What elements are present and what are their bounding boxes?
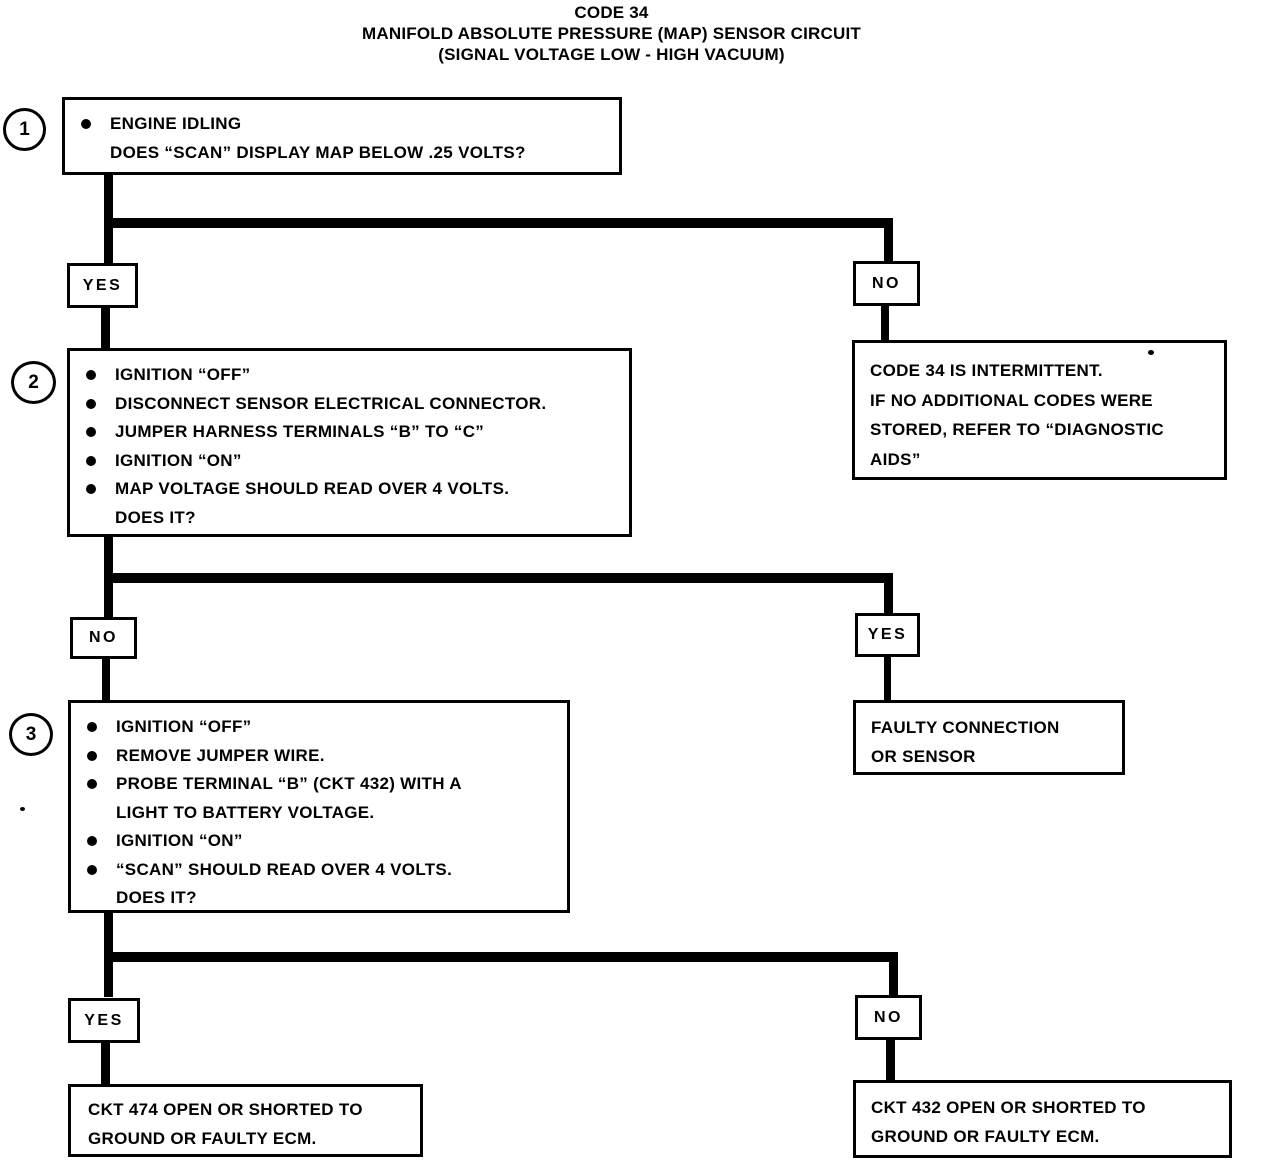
step-3-bullet-text: PROBE TERMINAL “B” (CKT 432) WITH A	[116, 774, 462, 794]
step-number-3: 3	[25, 723, 37, 745]
title-condition: (SIGNAL VOLTAGE LOW - HIGH VACUUM)	[438, 45, 785, 64]
ckt474-result-box: CKT 474 OPEN OR SHORTED TO GROUND OR FAU…	[68, 1084, 423, 1157]
connector-no2-to-step3	[102, 659, 110, 700]
bullet-dot-icon	[81, 119, 91, 130]
step-2-bullet-line: JUMPER HARNESS TERMINALS “B” TO “C”	[70, 418, 629, 447]
step-3-question-line: DOES IT?	[71, 884, 567, 913]
ckt432-result-box: CKT 432 OPEN OR SHORTED TO GROUND OR FAU…	[853, 1080, 1232, 1158]
ckt432-line: GROUND OR FAULTY ECM.	[871, 1127, 1100, 1146]
connector-branch3-bar	[104, 952, 898, 962]
bullet-dot-icon	[87, 722, 97, 733]
step-number-circle-3: 3	[9, 713, 53, 756]
scan-artifact-dot	[20, 807, 25, 811]
branch1-yes-label: YES	[82, 276, 123, 294]
branch1-no-box: NO	[853, 261, 920, 306]
page-title: CODE 34 MANIFOLD ABSOLUTE PRESSURE (MAP)…	[0, 2, 1223, 65]
bullet-dot-icon	[87, 836, 97, 847]
bullet-dot-icon	[86, 398, 96, 409]
step-3-bullet-text: IGNITION “ON”	[116, 831, 243, 851]
branch2-no-box: NO	[70, 617, 137, 659]
branch3-yes-box: YES	[68, 998, 140, 1043]
step-2-bullet-text: IGNITION “OFF”	[115, 365, 251, 385]
connector-branch1-bar	[104, 218, 893, 228]
step-3-question-text: DOES IT?	[116, 888, 197, 908]
step-3-bullet-text: “SCAN” SHOULD READ OVER 4 VOLTS.	[116, 859, 453, 879]
ckt432-line: CKT 432 OPEN OR SHORTED TO	[871, 1098, 1146, 1117]
step-2-question-line: DOES IT?	[70, 504, 629, 533]
branch1-no-label: NO	[872, 274, 901, 292]
step-1-bullet-text: ENGINE IDLING	[110, 114, 242, 134]
bullet-dot-icon	[86, 455, 96, 466]
step-3-bullet-text: REMOVE JUMPER WIRE.	[116, 745, 325, 765]
branch2-no-label: NO	[89, 629, 118, 646]
bullet-dot-icon	[87, 864, 97, 875]
step-2-bullet-line: IGNITION “ON”	[70, 447, 629, 476]
bullet-dot-icon	[87, 750, 97, 761]
connector-yes1-to-step2	[101, 308, 110, 348]
connector-yes2-to-faulty	[884, 657, 891, 700]
step-1-box: ENGINE IDLING DOES “SCAN” DISPLAY MAP BE…	[62, 97, 622, 175]
connector-yes3-to-result	[101, 1043, 110, 1084]
title-code: CODE 34	[574, 3, 649, 22]
step-3-bullet-line: IGNITION “OFF”	[71, 713, 567, 742]
step-number-circle-1: 1	[3, 108, 46, 151]
step-3-bullet-text: IGNITION “OFF”	[116, 717, 252, 737]
ckt474-line: GROUND OR FAULTY ECM.	[88, 1129, 317, 1148]
step-2-bullet-line: DISCONNECT SENSOR ELECTRICAL CONNECTOR.	[70, 390, 629, 419]
branch2-yes-label: YES	[867, 626, 908, 643]
step-2-bullet-text: MAP VOLTAGE SHOULD READ OVER 4 VOLTS.	[115, 479, 510, 499]
bullet-dot-icon	[86, 484, 96, 495]
step-number-1: 1	[19, 118, 30, 140]
scan-artifact-dot	[1148, 350, 1154, 355]
ckt474-line: CKT 474 OPEN OR SHORTED TO	[88, 1100, 363, 1119]
branch3-no-box: NO	[855, 995, 922, 1040]
step-1-bullet-line: ENGINE IDLING	[65, 110, 619, 139]
step-3-bullet-line: PROBE TERMINAL “B” (CKT 432) WITH A	[71, 770, 567, 799]
intermittent-line: CODE 34 IS INTERMITTENT.	[870, 361, 1103, 380]
step-3-bullet-line: REMOVE JUMPER WIRE.	[71, 742, 567, 771]
step-3-continuation-line: LIGHT TO BATTERY VOLTAGE.	[71, 799, 567, 828]
faulty-connection-result-box: FAULTY CONNECTION OR SENSOR	[853, 700, 1125, 775]
branch2-yes-box: YES	[855, 613, 920, 657]
bullet-dot-icon	[87, 779, 97, 790]
step-number-2: 2	[28, 371, 39, 393]
step-2-bullet-text: DISCONNECT SENSOR ELECTRICAL CONNECTOR.	[115, 393, 547, 413]
step-2-box: IGNITION “OFF” DISCONNECT SENSOR ELECTRI…	[67, 348, 632, 537]
title-name: MANIFOLD ABSOLUTE PRESSURE (MAP) SENSOR …	[362, 24, 861, 43]
intermittent-result-box: CODE 34 IS INTERMITTENT. IF NO ADDITIONA…	[852, 340, 1227, 480]
connector-branch1-right-down	[884, 218, 893, 261]
step-2-question-text: DOES IT?	[115, 507, 196, 527]
step-3-continuation-text: LIGHT TO BATTERY VOLTAGE.	[116, 802, 375, 822]
connector-branch2-bar	[104, 573, 893, 583]
step-3-bullet-line: “SCAN” SHOULD READ OVER 4 VOLTS.	[71, 856, 567, 885]
step-2-bullet-line: MAP VOLTAGE SHOULD READ OVER 4 VOLTS.	[70, 475, 629, 504]
intermittent-line: STORED, REFER TO “DIAGNOSTIC	[870, 420, 1164, 439]
connector-branch2-right-down	[884, 573, 893, 613]
faulty-line: OR SENSOR	[871, 747, 976, 766]
connector-branch3-right-down	[889, 952, 898, 995]
intermittent-line: AIDS”	[870, 449, 921, 469]
step-2-bullet-text: IGNITION “ON”	[115, 450, 242, 470]
connector-no3-to-result	[886, 1040, 895, 1080]
bullet-dot-icon	[86, 427, 96, 438]
connector-no1-to-intermittent	[881, 306, 889, 340]
branch1-yes-box: YES	[67, 263, 138, 308]
step-1-question-line: DOES “SCAN” DISPLAY MAP BELOW .25 VOLTS?	[65, 139, 619, 168]
step-3-box: IGNITION “OFF” REMOVE JUMPER WIRE. PROBE…	[68, 700, 570, 913]
step-2-bullet-text: JUMPER HARNESS TERMINALS “B” TO “C”	[115, 422, 485, 442]
step-number-circle-2: 2	[11, 361, 56, 404]
step-3-bullet-line: IGNITION “ON”	[71, 827, 567, 856]
step-1-question-text: DOES “SCAN” DISPLAY MAP BELOW .25 VOLTS?	[110, 142, 526, 162]
branch3-no-label: NO	[874, 1008, 903, 1026]
bullet-dot-icon	[86, 370, 96, 381]
branch3-yes-label: YES	[84, 1011, 124, 1029]
faulty-line: FAULTY CONNECTION	[871, 718, 1060, 737]
intermittent-line: IF NO ADDITIONAL CODES WERE	[870, 390, 1153, 410]
step-2-bullet-line: IGNITION “OFF”	[70, 361, 629, 390]
